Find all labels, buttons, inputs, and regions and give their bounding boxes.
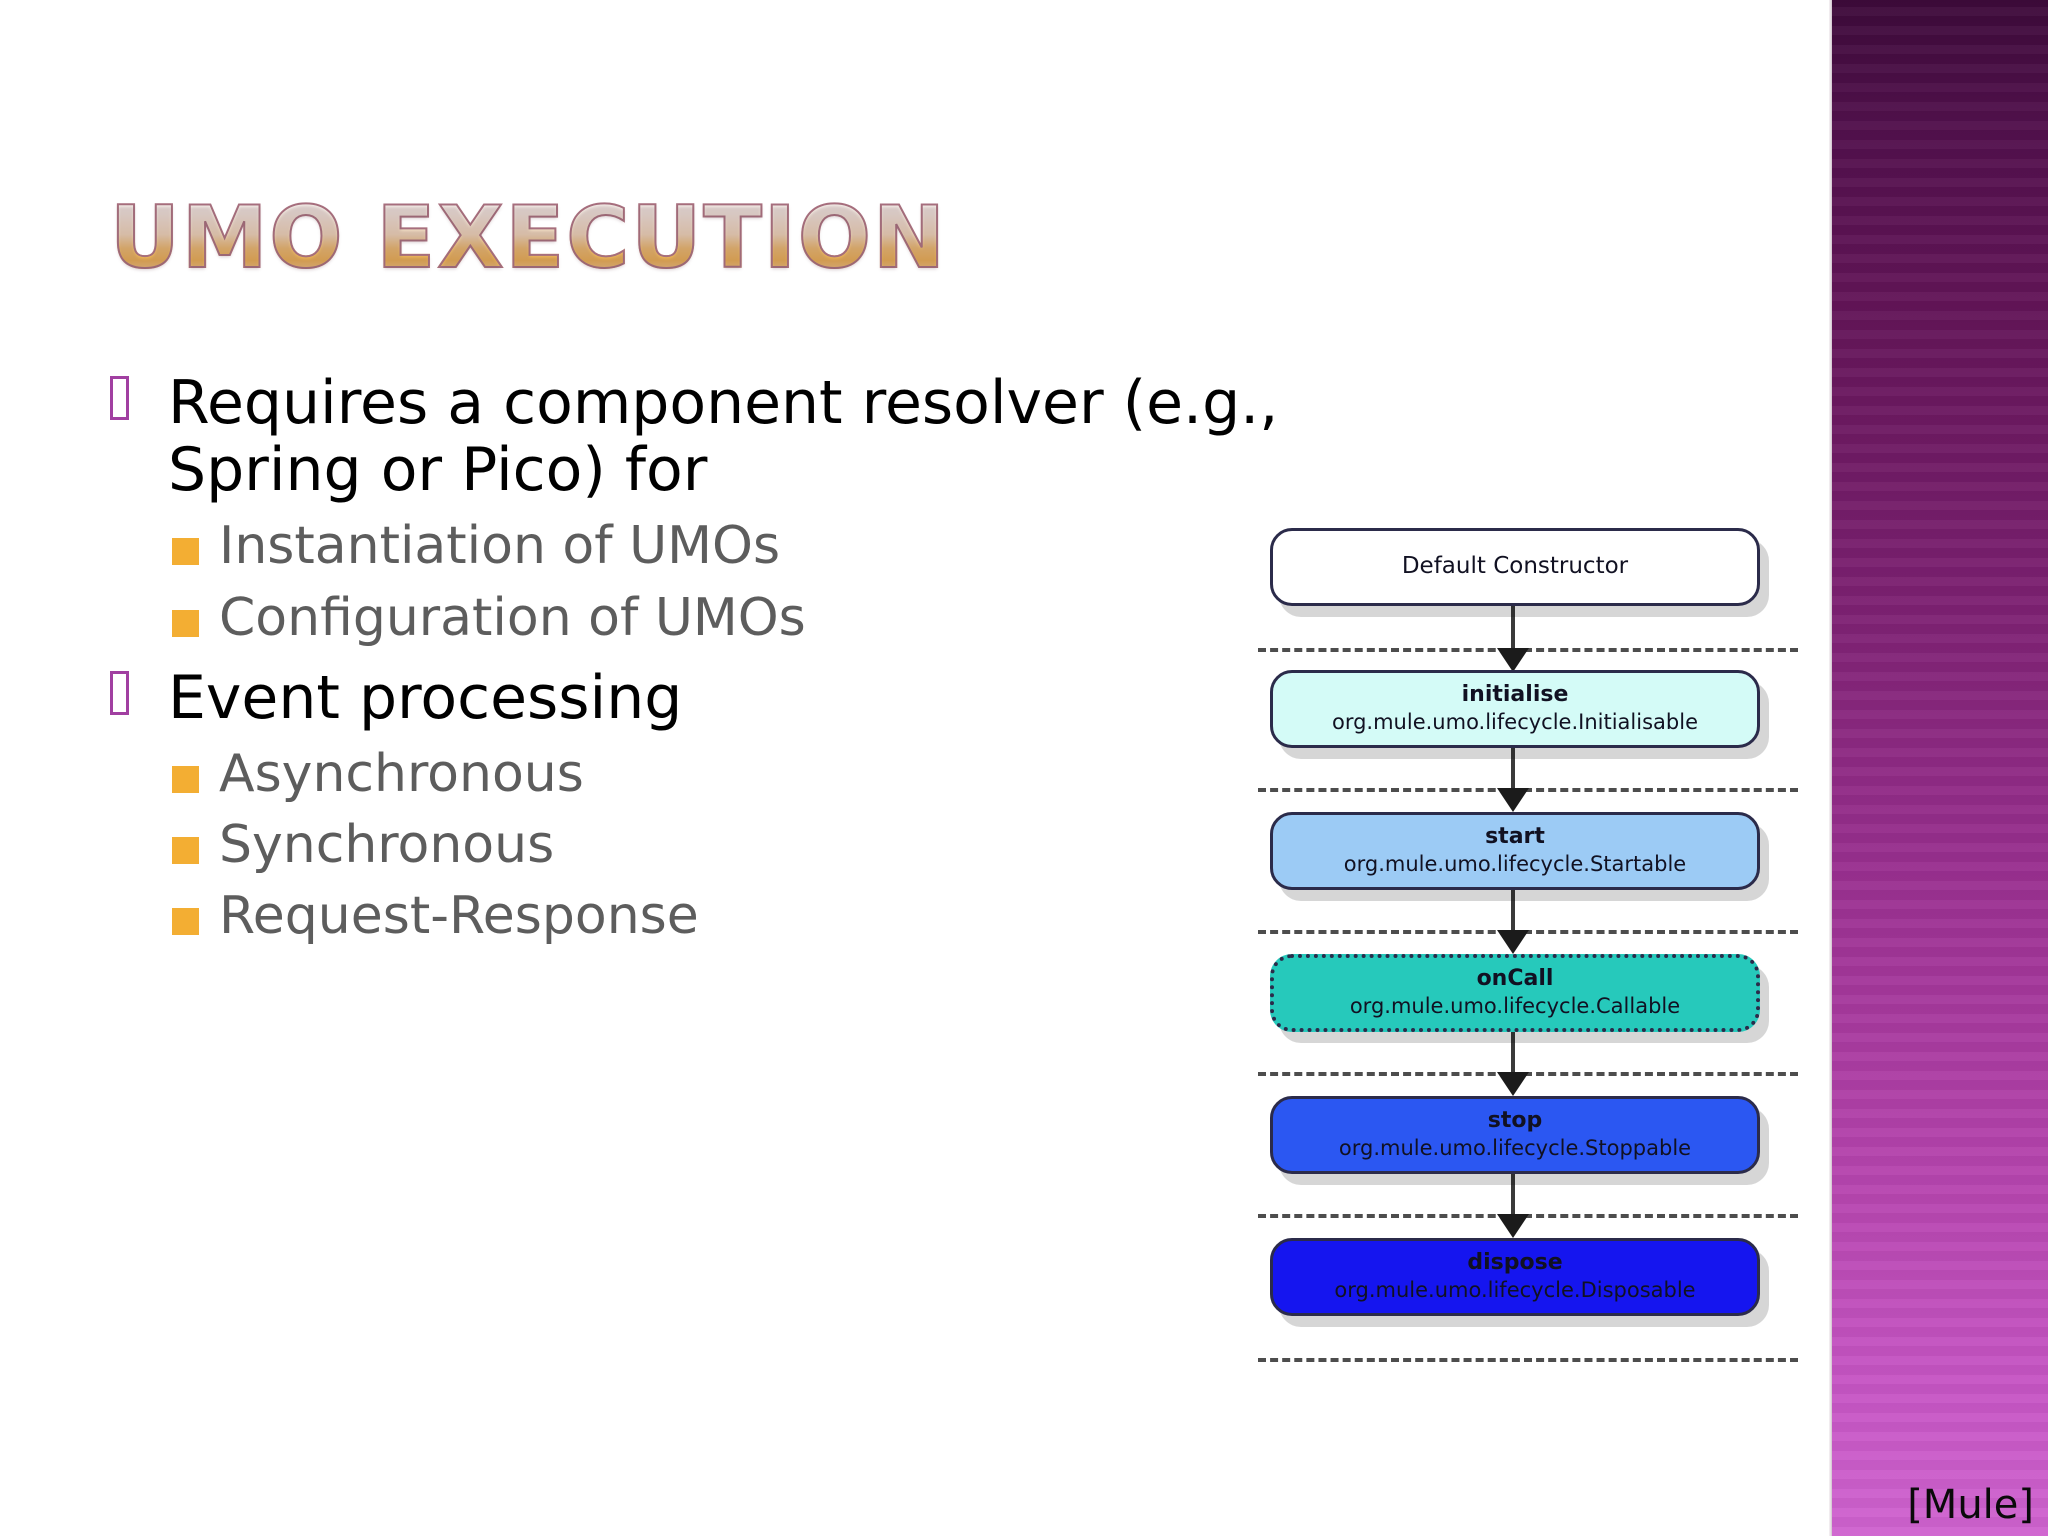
orange-square-bullet-icon (172, 518, 219, 569)
orange-square-bullet-icon (172, 746, 219, 797)
edge-arrowhead (1497, 1214, 1529, 1238)
tofu-box-bullet-icon (110, 370, 168, 431)
node-interface: org.mule.umo.lifecycle.Initialisable (1331, 710, 1698, 735)
edge-line (1511, 746, 1515, 796)
diagram-node-stop: stop org.mule.umo.lifecycle.Stoppable (1270, 1096, 1760, 1174)
edge-line (1511, 888, 1515, 938)
node-title: start (1485, 824, 1545, 850)
orange-square-bullet-icon (172, 817, 219, 868)
edge-line (1511, 1030, 1515, 1080)
sidebar-edge-highlight (1829, 0, 1833, 1536)
edge-arrowhead (1497, 648, 1529, 672)
bullet-level2: Asynchronous (110, 743, 1410, 804)
node-interface: org.mule.umo.lifecycle.Stoppable (1338, 1136, 1692, 1161)
bullet-text: Instantiation of UMOs (219, 516, 781, 577)
bullet-text: Event processing (168, 662, 683, 733)
bullet-level1: Requires a component resolver (e.g., Spr… (110, 368, 1410, 506)
edge-line (1511, 1172, 1515, 1222)
diagram-node-start: start org.mule.umo.lifecycle.Startable (1270, 812, 1760, 890)
node-interface: org.mule.umo.lifecycle.Startable (1343, 852, 1687, 877)
bullet-text: Asynchronous (219, 743, 584, 804)
node-interface: org.mule.umo.lifecycle.Callable (1349, 994, 1681, 1019)
slide-title: UMO Execution (109, 188, 947, 288)
bullet-level2: Synchronous (110, 815, 1410, 876)
decorative-sidebar: [Mule] (1832, 0, 2048, 1536)
bullet-text: Requires a component resolver (e.g., Spr… (168, 368, 1279, 506)
bullet-text: Configuration of UMOs (219, 587, 806, 648)
bullet-level2: Request-Response (110, 888, 1410, 945)
node-interface: org.mule.umo.lifecycle.Disposable (1334, 1278, 1696, 1303)
bullet-list: Requires a component resolver (e.g., Spr… (110, 368, 1410, 960)
orange-square-bullet-icon (172, 590, 219, 641)
tofu-box-bullet-icon (110, 665, 168, 726)
bullet-text: Synchronous (219, 815, 555, 876)
edge-arrowhead (1497, 788, 1529, 812)
node-title: dispose (1467, 1250, 1563, 1276)
node-title: stop (1487, 1108, 1543, 1134)
diagram-node-default-constructor: Default Constructor (1270, 528, 1760, 606)
bullet-level1: Event processing (110, 662, 1410, 733)
node-title: initialise (1461, 682, 1569, 708)
diagram-separator (1258, 1358, 1798, 1362)
edge-arrowhead (1497, 1072, 1529, 1096)
diagram-node-oncall: onCall org.mule.umo.lifecycle.Callable (1270, 954, 1760, 1032)
umo-lifecycle-diagram: Default Constructor initialise org.mule.… (1258, 518, 1798, 1398)
bullet-level2: Configuration of UMOs (110, 587, 1410, 648)
node-title: Default Constructor (1401, 553, 1629, 580)
edge-arrowhead (1497, 930, 1529, 954)
bullet-text: Request-Response (219, 886, 699, 947)
node-title: onCall (1476, 966, 1554, 992)
diagram-node-initialise: initialise org.mule.umo.lifecycle.Initia… (1270, 670, 1760, 748)
edge-line (1511, 604, 1515, 656)
orange-square-bullet-icon (172, 888, 219, 939)
source-credit-label: [Mule] (1907, 1482, 2034, 1528)
diagram-node-dispose: dispose org.mule.umo.lifecycle.Disposabl… (1270, 1238, 1760, 1316)
bullet-level2: Instantiation of UMOs (110, 518, 1410, 575)
